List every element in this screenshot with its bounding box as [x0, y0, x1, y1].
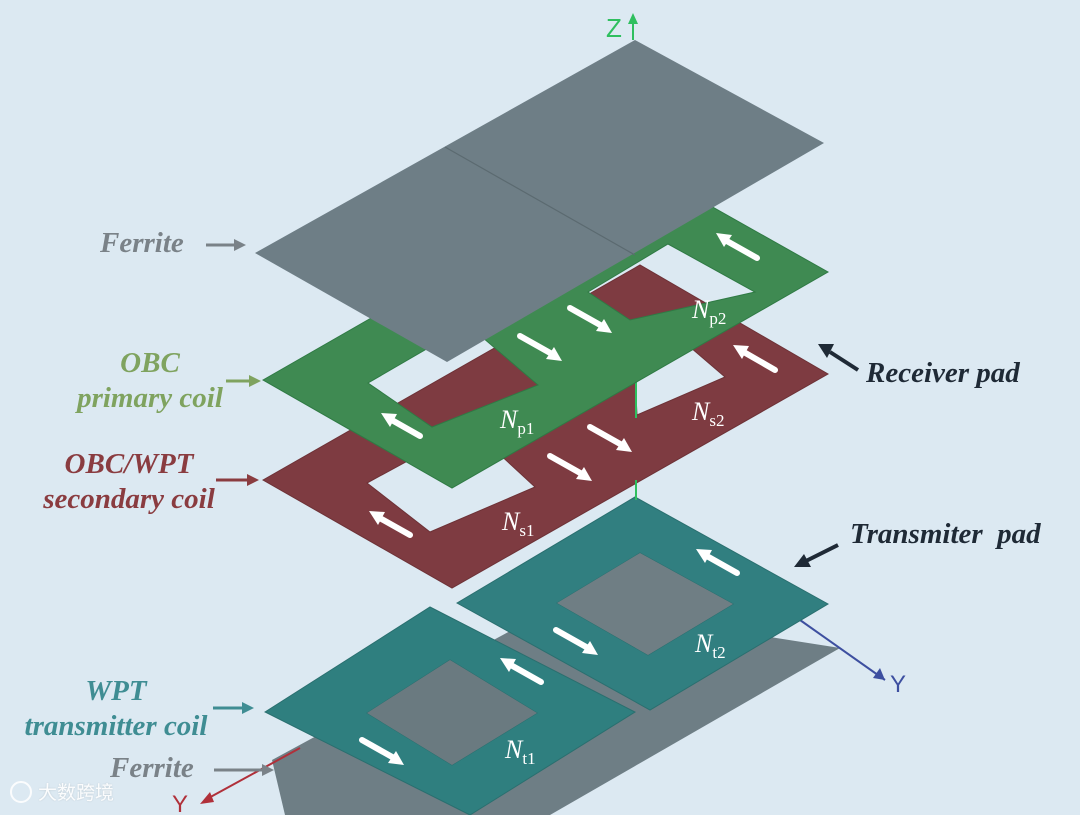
- current-arrow-icon: [567, 305, 612, 333]
- label-obc-wpt-secondary-coil: OBC/WPT secondary coil: [24, 447, 234, 517]
- label-obc-primary-coil: OBC primary coil: [62, 346, 238, 416]
- turn-label-nt2: Nt2: [694, 629, 726, 662]
- label-ferrite-top: Ferrite: [100, 227, 184, 259]
- label-transmitter-pad: Transmiter pad: [850, 518, 1041, 550]
- current-arrow-icon: [587, 424, 632, 452]
- x-axis-line: [204, 747, 301, 801]
- watermark: 大数跨境: [10, 778, 114, 805]
- turn-label-nt1: Nt1: [504, 735, 536, 768]
- y-axis-line: [799, 619, 886, 681]
- pointer-arrow-icon: [206, 239, 246, 251]
- pointer-arrow-icon: [226, 375, 261, 387]
- label-wpt-transmitter-line1: WPT: [85, 675, 147, 707]
- label-wpt-transmitter-line2: transmitter coil: [24, 709, 208, 742]
- watermark-logo-icon: [10, 780, 32, 803]
- x-axis-label: Y: [172, 791, 188, 815]
- z-axis-arrow: [628, 13, 638, 24]
- x-axis-arrow: [200, 792, 214, 804]
- pointer-arrow-icon: [214, 764, 274, 776]
- label-obc-wpt-secondary-line2: secondary coil: [43, 482, 215, 515]
- current-arrow-icon: [517, 333, 562, 361]
- label-wpt-transmitter-coil: WPT transmitter coil: [8, 674, 224, 744]
- label-ferrite-bottom: Ferrite: [110, 752, 194, 784]
- watermark-text: 大数跨境: [38, 782, 115, 804]
- label-obc-primary-line2: primary coil: [77, 381, 223, 414]
- current-arrow-icon: [547, 453, 592, 481]
- ferrite-top-plate: [255, 40, 824, 362]
- y-axis-label: Y: [890, 671, 906, 698]
- current-arrow-icon: [381, 413, 423, 439]
- current-arrows: [359, 233, 778, 765]
- pointer-arrow-icon: [794, 543, 839, 567]
- current-arrow-icon: [369, 511, 413, 538]
- pointer-arrow-icon: [213, 702, 254, 714]
- current-arrow-icon: [696, 549, 740, 576]
- turn-label-ns2: Ns2: [691, 397, 724, 430]
- current-arrow-icon: [500, 658, 544, 685]
- label-obc-primary-line1: OBC: [120, 347, 180, 379]
- turn-label-ns1: Ns1: [501, 507, 534, 540]
- turn-label-np1: Np1: [499, 405, 534, 438]
- turn-labels: Np2 Np1 Ns2 Ns1 Nt2 Nt1: [499, 295, 726, 768]
- current-arrow-icon: [553, 627, 598, 655]
- label-receiver-pad: Receiver pad: [866, 357, 1020, 389]
- y-axis-arrow: [873, 668, 885, 680]
- label-obc-wpt-secondary-line1: OBC/WPT: [64, 448, 194, 480]
- current-arrow-icon: [359, 737, 404, 765]
- transmitter-coil-2: [455, 496, 830, 711]
- pointer-arrow-icon: [216, 474, 259, 486]
- turn-label-np2: Np2: [691, 295, 726, 328]
- current-arrow-icon: [733, 345, 778, 373]
- transmitter-coil-1: [263, 606, 637, 815]
- current-arrow-icon: [716, 233, 760, 261]
- z-axis-label: Z: [606, 13, 622, 43]
- label-pointers: [206, 239, 274, 776]
- pad-pointers: [794, 344, 860, 567]
- pointer-arrow-icon: [818, 344, 860, 372]
